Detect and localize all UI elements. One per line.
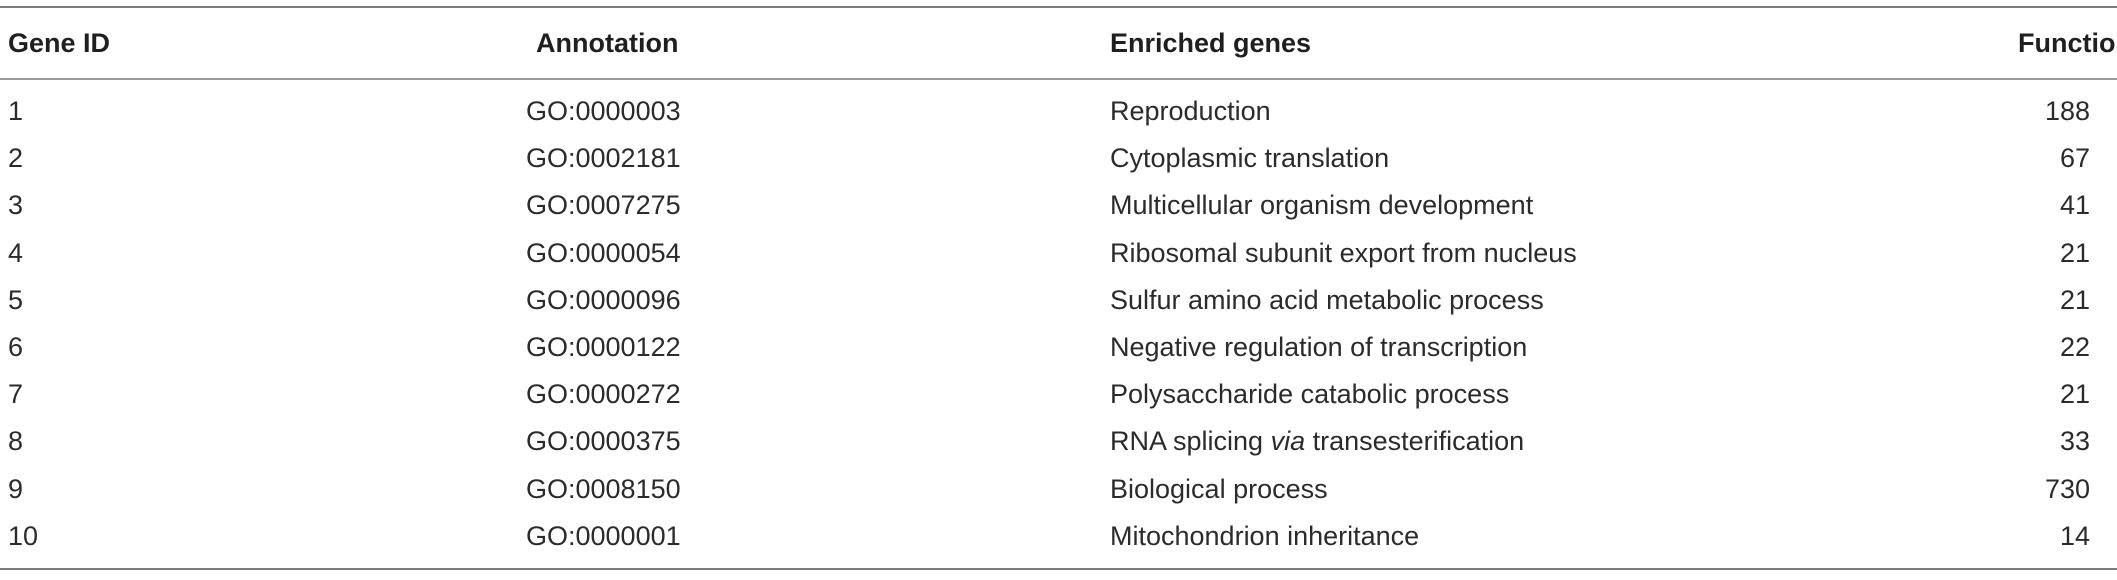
- cell-enriched-genes: Sulfur amino acid metabolic process: [1110, 284, 1544, 315]
- cell-function: 188: [2044, 96, 2090, 127]
- cell-annotation: GO:0000054: [526, 237, 681, 268]
- cell-function: 21: [2059, 379, 2090, 410]
- cell-gene-id: 1: [8, 96, 24, 127]
- cell-function: 22: [2059, 332, 2090, 363]
- cell-gene-id: 10: [8, 520, 39, 551]
- cell-function: 14: [2059, 520, 2090, 551]
- table-row: 5 GO:0000096 Sulfur amino acid metabolic…: [0, 277, 2117, 324]
- cell-annotation: GO:0000003: [526, 96, 681, 127]
- enriched-text-italic-part: via: [1270, 426, 1306, 457]
- cell-annotation: GO:0002181: [526, 143, 681, 174]
- cell-enriched-genes: Multicellular organism development: [1110, 190, 1534, 221]
- cell-annotation: GO:0007275: [526, 190, 681, 221]
- table-row: 3 GO:0007275 Multicellular organism deve…: [0, 182, 2117, 229]
- cell-gene-id: 9: [8, 473, 24, 504]
- cell-gene-id: 4: [8, 237, 24, 268]
- cell-gene-id: 2: [8, 143, 24, 174]
- cell-gene-id: 5: [8, 284, 24, 315]
- header-function: Function: [2018, 27, 2117, 58]
- table-row: 1 GO:0000003 Reproduction 188: [0, 79, 2117, 135]
- table-row: 6 GO:0000122 Negative regulation of tran…: [0, 324, 2117, 371]
- cell-annotation: GO:0000272: [526, 379, 681, 410]
- table-row: 10 GO:0000001 Mitochondrion inheritance …: [0, 513, 2117, 569]
- table-row: 7 GO:0000272 Polysaccharide catabolic pr…: [0, 371, 2117, 418]
- cell-gene-id: 7: [8, 379, 24, 410]
- cell-function: 33: [2059, 426, 2090, 457]
- cell-annotation: GO:0000001: [526, 520, 681, 551]
- cell-enriched-genes: Ribosomal subunit export from nucleus: [1110, 237, 1577, 268]
- cell-gene-id: 3: [8, 190, 24, 221]
- cell-annotation: GO:0000096: [526, 284, 681, 315]
- header-row: Gene ID Annotation Enriched genes Functi…: [0, 7, 2117, 79]
- go-enrichment-table: Gene ID Annotation Enriched genes Functi…: [0, 6, 2117, 570]
- cell-annotation: GO:0000122: [526, 332, 681, 363]
- cell-enriched-genes: RNA splicing via transesterification: [1110, 418, 1930, 465]
- cell-function: 730: [2044, 473, 2090, 504]
- table-header: Gene ID Annotation Enriched genes Functi…: [0, 7, 2117, 79]
- cell-enriched-genes: Cytoplasmic translation: [1110, 143, 1390, 174]
- header-gene-id: Gene ID: [8, 27, 111, 58]
- cell-enriched-genes: Polysaccharide catabolic process: [1110, 379, 1510, 410]
- table-row: 8 GO:0000375 RNA splicing via transester…: [0, 418, 2117, 465]
- cell-function: 67: [2059, 143, 2090, 174]
- cell-enriched-genes: Reproduction: [1110, 96, 1271, 127]
- table-row: 2 GO:0002181 Cytoplasmic translation 67: [0, 135, 2117, 182]
- table-row: 4 GO:0000054 Ribosomal subunit export fr…: [0, 230, 2117, 277]
- cell-function: 21: [2059, 237, 2090, 268]
- table-row: 9 GO:0008150 Biological process 730: [0, 466, 2117, 513]
- cell-gene-id: 6: [8, 332, 24, 363]
- cell-enriched-genes: Negative regulation of transcription: [1110, 332, 1528, 363]
- header-enriched-genes: Enriched genes: [1110, 27, 1312, 58]
- cell-function: 41: [2059, 190, 2090, 221]
- enriched-text-part: transesterification: [1305, 426, 1525, 457]
- enriched-text-part: RNA splicing: [1110, 426, 1271, 457]
- cell-gene-id: 8: [8, 426, 24, 457]
- header-annotation: Annotation: [536, 27, 679, 58]
- table-body: 1 GO:0000003 Reproduction 188 2 GO:00021…: [0, 79, 2117, 569]
- cell-function: 21: [2059, 284, 2090, 315]
- cell-enriched-genes: Biological process: [1110, 473, 1328, 504]
- cell-annotation: GO:0008150: [526, 473, 681, 504]
- cell-annotation: GO:0000375: [526, 426, 681, 457]
- cell-enriched-genes: Mitochondrion inheritance: [1110, 520, 1420, 551]
